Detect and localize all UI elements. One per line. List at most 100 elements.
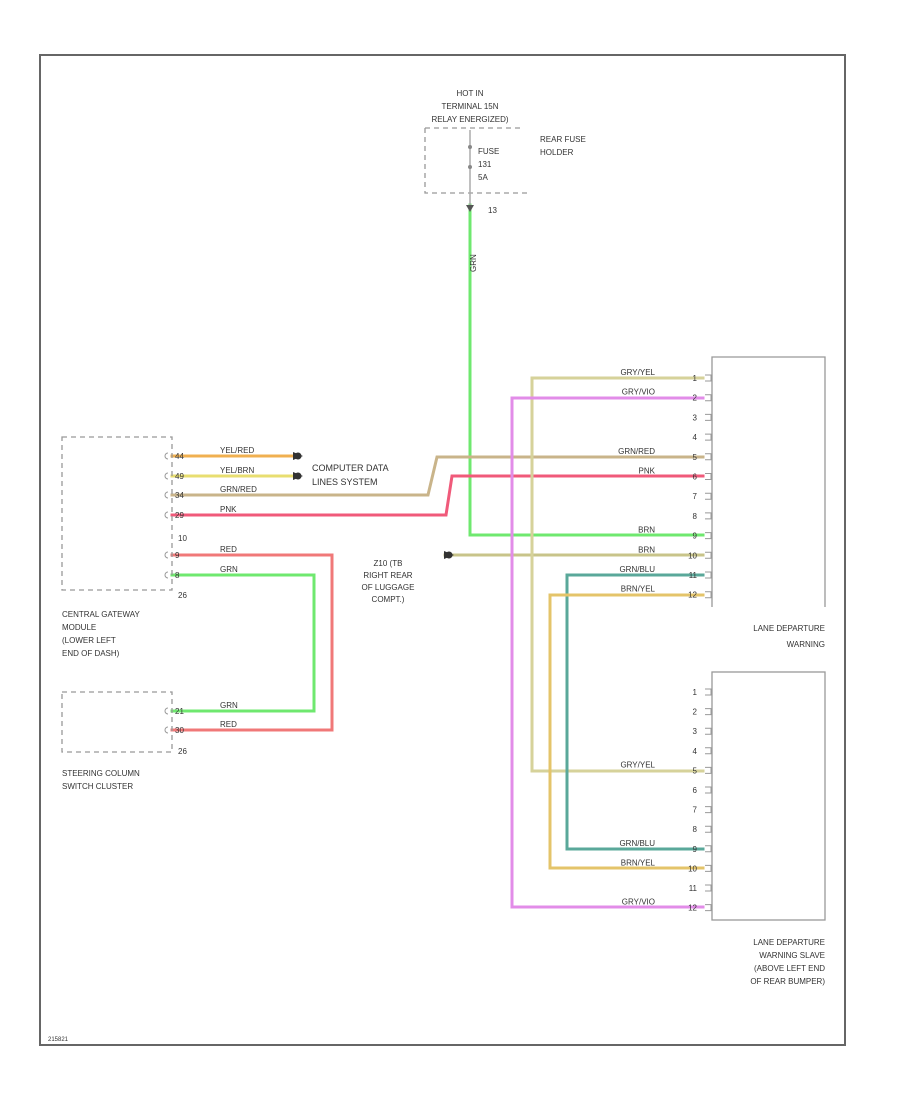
ldw-slave-pin-number: 6 [693, 786, 698, 795]
ldw-master-pin-number: 3 [693, 413, 698, 422]
ldw-slave-pin-number: 4 [693, 747, 698, 756]
ldw-master-wire-color: GRN/RED [618, 447, 655, 456]
steering-pin-number: 21 [175, 707, 184, 716]
ldw-slave-wire-color: GRN/BLU [619, 839, 655, 848]
steering-outline [61, 691, 173, 753]
steering-name-1: STEERING COLUMN [62, 769, 140, 778]
fuse-pin-number: 13 [488, 206, 497, 215]
wire-red [170, 553, 334, 732]
ldw-slave-name-4: OF REAR BUMPER) [750, 977, 825, 986]
ldw-master-pin-number: 9 [693, 532, 698, 541]
figure-id: 215821 [48, 1037, 69, 1043]
ldw-slave-pin-socket [705, 825, 712, 833]
wire-gry-vio [510, 396, 705, 909]
gateway-connector-b: 26 [178, 591, 187, 600]
wire-brn-yel [548, 593, 705, 870]
ldw-slave-pin-number: 2 [693, 708, 698, 717]
ldw-master-wire-color: PNK [639, 467, 656, 476]
ldw-master-wire-color: GRY/YEL [620, 368, 655, 377]
ground-label-3: OF LUGGAGE [362, 583, 415, 592]
ldw-slave-pin-number: 5 [693, 766, 698, 775]
wire-grn [170, 573, 316, 713]
ldw-master-pin-socket [705, 551, 712, 559]
ldw-master-wire-color: GRN/BLU [619, 565, 655, 574]
gateway-name-1: CENTRAL GATEWAY [62, 610, 140, 619]
ldw-slave-pin-socket [705, 688, 712, 696]
gateway-pin-number: 49 [175, 472, 184, 481]
fuse-block: HOT IN TERMINAL 15N RELAY ENERGIZED) FUS… [424, 89, 586, 272]
gateway-name-4: END OF DASH) [62, 649, 120, 658]
fuse-wire-color: GRN [469, 254, 478, 272]
ldw-slave-pin-socket [705, 727, 712, 735]
diagram-border [39, 54, 846, 1046]
fuse-rating: 5A [478, 173, 488, 182]
ldw-master-pin-number: 4 [693, 433, 698, 442]
ldw-master-pin-number: 6 [693, 473, 698, 482]
gateway-pin-number: 44 [175, 452, 184, 461]
ldw-slave-pin-number: 7 [693, 806, 698, 815]
fuse-label: FUSE [478, 147, 499, 156]
supply-line-3: RELAY ENERGIZED) [431, 115, 508, 124]
gateway-pin-number: 34 [175, 491, 184, 500]
ldw-master-pin-number: 5 [693, 453, 698, 462]
ldw-slave-pin-socket [705, 864, 712, 872]
computer-data-label-2: LINES SYSTEM [312, 477, 378, 487]
ldw-master-wire-color: BRN [638, 545, 655, 554]
ldw-slave-pin-socket [705, 904, 712, 912]
supply-line-2: TERMINAL 15N [441, 102, 498, 111]
ldw-master-pin-socket [705, 473, 712, 480]
gateway-wire-color: YEL/BRN [220, 466, 254, 475]
gateway-wire-color: RED [220, 545, 237, 554]
ldw-master-pin-socket [705, 374, 712, 382]
gateway-pin-socket [164, 452, 169, 460]
ldw-master-pin-number: 7 [693, 492, 698, 501]
ldw-master-pin-socket [705, 591, 712, 599]
ldw-master-pin-socket [705, 453, 712, 461]
ldw-master-pin-number: 11 [689, 571, 698, 580]
ldw-master-outline [711, 356, 826, 607]
ldw-slave-pin-socket [705, 747, 712, 755]
ldw-slave-pin-number: 9 [693, 845, 698, 854]
gateway-pin-socket [164, 491, 169, 499]
wires [170, 203, 705, 909]
gateway-wire-color: PNK [220, 505, 237, 514]
ldw-slave-pin-socket [705, 708, 712, 716]
ldw-master-pin-number: 12 [688, 591, 697, 600]
ldw-master-pin-number: 10 [688, 551, 697, 560]
wire-grn-fuse-feed [468, 203, 705, 537]
data-line-arrow-1 [293, 452, 303, 460]
ldw-slave-name-2: WARNING SLAVE [759, 951, 825, 960]
steering-pin-socket [164, 707, 169, 715]
ground-label-4: COMPT.) [372, 595, 405, 604]
gateway-wire-color: YEL/RED [220, 446, 254, 455]
fuse-terminal-bottom [468, 165, 472, 169]
ldw-slave-pin-number: 3 [693, 727, 698, 736]
ldw-slave-pin-socket [705, 884, 712, 892]
gateway-name-2: MODULE [62, 623, 96, 632]
gateway-wire-color: GRN [220, 565, 238, 574]
ldw-slave-pin-socket [705, 806, 712, 814]
ldw-master-pin-socket [705, 492, 712, 500]
ldw-master-pin-socket [705, 571, 712, 579]
steering-pin-number: 30 [175, 726, 184, 735]
central-gateway-module: 44YEL/RED49YEL/BRN34GRN/RED29PNK9RED8GRN… [61, 436, 257, 658]
fuse-holder-outline [424, 127, 530, 194]
ground-point: Z10 (TB RIGHT REAR OF LUGGAGE COMPT.) [362, 551, 454, 604]
wire-pnk [170, 474, 705, 517]
ground-label-2: RIGHT REAR [363, 571, 412, 580]
steering-pin-socket [164, 726, 169, 734]
data-line-arrow-2 [293, 472, 303, 480]
fuse-terminal-top [468, 145, 472, 149]
computer-data-lines: COMPUTER DATA LINES SYSTEM [293, 452, 389, 487]
ldw-master-pin-number: 1 [693, 374, 698, 383]
computer-data-label-1: COMPUTER DATA [312, 463, 389, 473]
steering-name-2: SWITCH CLUSTER [62, 782, 133, 791]
gateway-pin-number: 9 [175, 551, 180, 560]
ldw-slave-name-1: LANE DEPARTURE [753, 938, 825, 947]
